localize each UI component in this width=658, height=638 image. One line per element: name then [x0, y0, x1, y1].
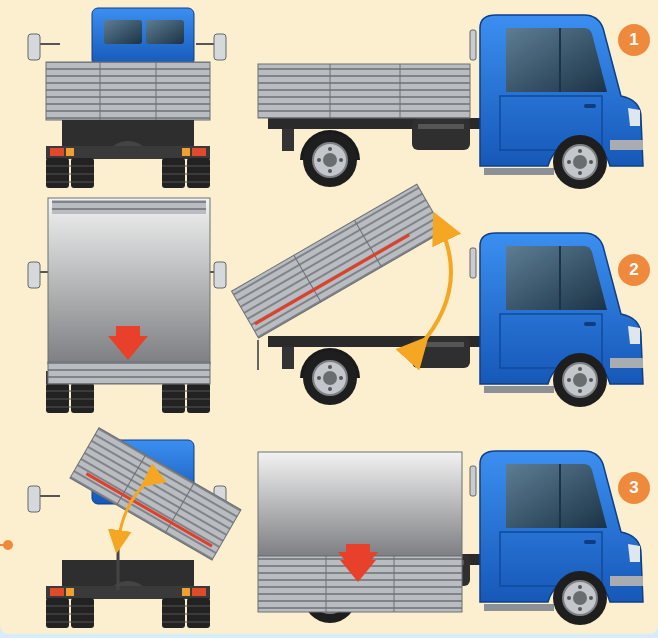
step-number-circle: 2: [618, 254, 650, 286]
step-number-circle: 1: [618, 24, 650, 56]
step-number: 3: [629, 478, 638, 498]
step-number: 1: [629, 30, 638, 50]
step-number: 2: [629, 260, 638, 280]
step-number-circle: 3: [618, 472, 650, 504]
